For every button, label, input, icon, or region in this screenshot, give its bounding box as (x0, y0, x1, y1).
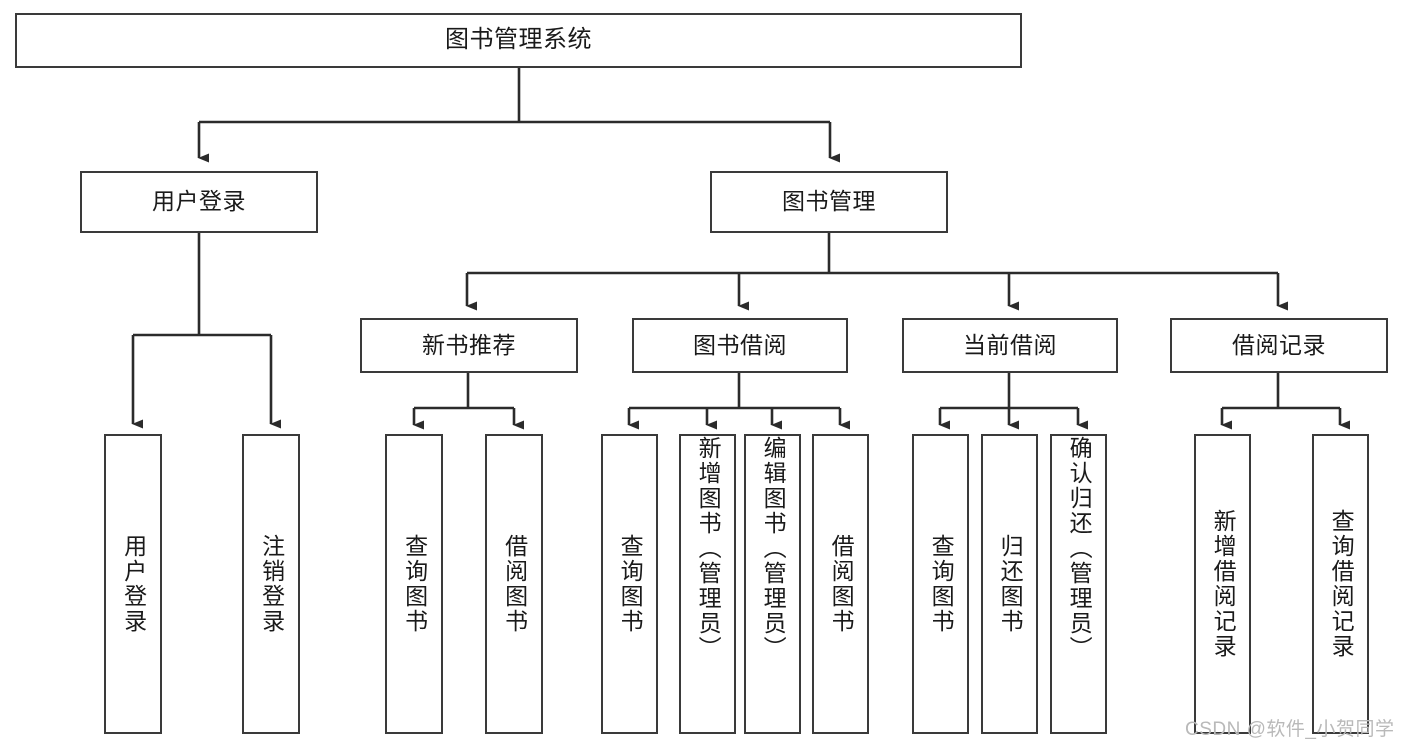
node-leaf-borrow-book-2[interactable]: 借阅图书 (812, 434, 869, 734)
node-leaf-borrow-book-1[interactable]: 借阅图书 (485, 434, 543, 734)
leaf-return-book-wrap: 归还图书 (983, 436, 1036, 732)
node-leaf-edit-book[interactable]: 编辑图书（管理员） (744, 434, 801, 734)
watermark-text: CSDN @软件_小贺同学 (1185, 719, 1395, 740)
node-leaf-query-book-3-label: 查询图书 (928, 534, 955, 634)
node-leaf-query-book-1[interactable]: 查询图书 (385, 434, 443, 734)
node-leaf-query-record[interactable]: 查询借阅记录 (1312, 434, 1369, 734)
leaf-user-logout-wrap: 注销登录 (244, 436, 298, 732)
leaf-add-record-wrap: 新增借阅记录 (1196, 436, 1249, 732)
node-book-borrow[interactable]: 图书借阅 (632, 318, 848, 373)
node-leaf-query-book-2[interactable]: 查询图书 (601, 434, 658, 734)
node-book-manage-label: 图书管理 (782, 188, 876, 215)
node-leaf-borrow-book-2-label: 借阅图书 (828, 534, 855, 634)
node-current-borrow-label: 当前借阅 (963, 331, 1057, 358)
leaf-user-login-wrap: 用户登录 (106, 436, 160, 732)
leaf-query-record-wrap: 查询借阅记录 (1314, 436, 1367, 732)
node-new-book-recommend[interactable]: 新书推荐 (360, 318, 578, 373)
node-book-borrow-label: 图书借阅 (693, 331, 787, 358)
leaf-query-book-1-wrap: 查询图书 (387, 436, 441, 732)
leaf-query-book-2-wrap: 查询图书 (603, 436, 656, 732)
node-leaf-query-book-2-label: 查询图书 (617, 534, 644, 634)
node-leaf-query-record-label: 查询借阅记录 (1328, 509, 1355, 659)
node-user-login[interactable]: 用户登录 (80, 171, 318, 233)
leaf-confirm-return-wrap: 确认归还（管理员） (1052, 436, 1105, 732)
node-user-login-label: 用户登录 (152, 188, 246, 215)
node-leaf-return-book[interactable]: 归还图书 (981, 434, 1038, 734)
node-leaf-user-logout-label: 注销登录 (258, 534, 285, 634)
leaf-borrow-book-1-wrap: 借阅图书 (487, 436, 541, 732)
node-leaf-confirm-return[interactable]: 确认归还（管理员） (1050, 434, 1107, 734)
node-root-label: 图书管理系统 (445, 26, 592, 54)
node-leaf-user-login[interactable]: 用户登录 (104, 434, 162, 734)
node-leaf-return-book-label: 归还图书 (997, 534, 1024, 634)
node-leaf-borrow-book-1-label: 借阅图书 (501, 534, 528, 634)
node-leaf-query-book-3[interactable]: 查询图书 (912, 434, 969, 734)
node-borrow-record-label: 借阅记录 (1232, 331, 1326, 358)
node-leaf-add-record-label: 新增借阅记录 (1210, 509, 1237, 659)
node-leaf-query-book-1-label: 查询图书 (401, 534, 428, 634)
leaf-borrow-book-2-wrap: 借阅图书 (814, 436, 867, 732)
node-new-book-recommend-label: 新书推荐 (422, 331, 516, 358)
node-leaf-add-book[interactable]: 新增图书（管理员） (679, 434, 736, 734)
leaf-query-book-3-wrap: 查询图书 (914, 436, 967, 732)
node-leaf-user-logout[interactable]: 注销登录 (242, 434, 300, 734)
leaf-edit-book-wrap: 编辑图书（管理员） (746, 436, 799, 732)
node-book-manage[interactable]: 图书管理 (710, 171, 948, 233)
node-leaf-confirm-return-label: 确认归还（管理员） (1066, 436, 1093, 661)
node-leaf-add-record[interactable]: 新增借阅记录 (1194, 434, 1251, 734)
node-leaf-add-book-label: 新增图书（管理员） (695, 436, 722, 661)
node-leaf-edit-book-label: 编辑图书（管理员） (760, 436, 787, 661)
node-leaf-user-login-label: 用户登录 (120, 534, 147, 634)
node-borrow-record[interactable]: 借阅记录 (1170, 318, 1388, 373)
node-current-borrow[interactable]: 当前借阅 (902, 318, 1118, 373)
leaf-add-book-wrap: 新增图书（管理员） (681, 436, 734, 732)
node-root[interactable]: 图书管理系统 (15, 13, 1022, 68)
